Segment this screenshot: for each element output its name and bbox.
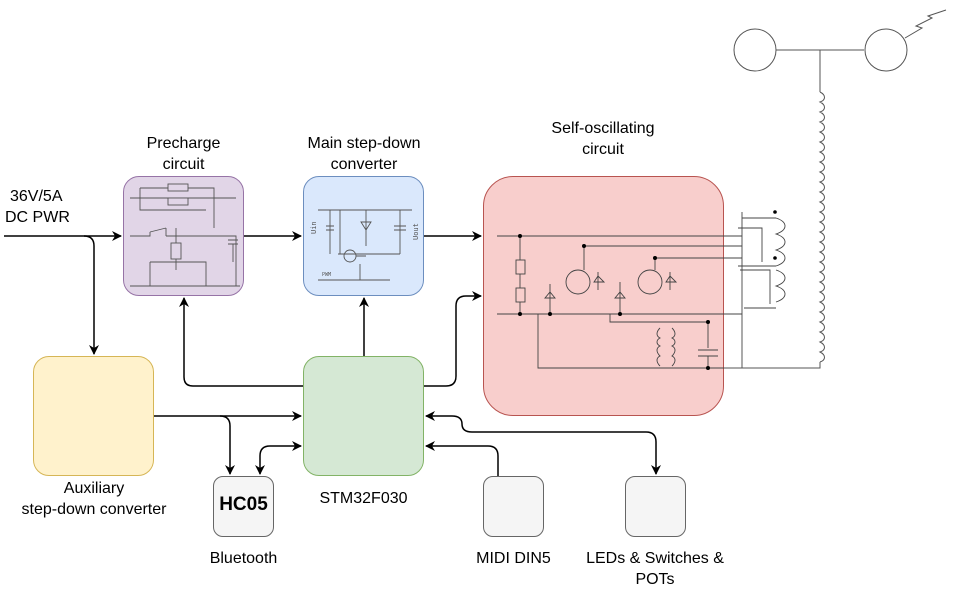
main-converter-block [303,176,424,296]
pin-in-label: Uin [310,221,318,234]
input-line2: DC PWR [5,209,70,226]
oscillator-label: Self-oscillating circuit [523,118,683,160]
precharge-label: Precharge circuit [123,133,244,175]
aux-converter-block [33,356,154,476]
mcu-label: STM32F030 [319,490,408,507]
input-line1: 36V/5A [10,188,63,205]
midi-block [483,476,544,537]
oscillator-junctions [518,210,777,370]
bluetooth-label: Bluetooth [209,550,278,567]
precharge-line1: Precharge [146,135,221,152]
ui-label: LEDs & Switches & POTs [570,548,740,590]
ui-block [625,476,686,537]
tesla-coil-drawing [724,9,947,369]
main-line2: converter [330,156,398,173]
midi-label: MIDI DIN5 [476,550,551,567]
osc-line1: Self-oscillating [551,120,655,137]
precharge-schematic [130,183,240,287]
osc-line2: circuit [582,141,624,158]
mcu-block [303,356,424,476]
aux-line2: step-down converter [21,501,167,518]
main-line1: Main step-down [307,135,421,152]
main-converter-schematic [318,209,412,281]
input-label: 36V/5A DC PWR [5,186,70,228]
main-converter-pin-labels: Uin Uout PWM [310,221,420,278]
hc05-block [213,476,274,537]
precharge-line2: circuit [162,156,205,173]
hc05-chip-label: HC05 [219,494,268,515]
pwm-tag: PWM [322,272,331,278]
oscillator-schematic [497,212,786,369]
ui-line2: POTs [635,571,675,588]
aux-converter-label: Auxiliary step-down converter [0,478,188,520]
aux-line1: Auxiliary [63,480,125,497]
pin-out-label: Uout [412,223,420,240]
system-wires [4,231,661,476]
ui-line1: LEDs & Switches & [586,550,724,567]
main-converter-label: Main step-down converter [284,133,444,175]
